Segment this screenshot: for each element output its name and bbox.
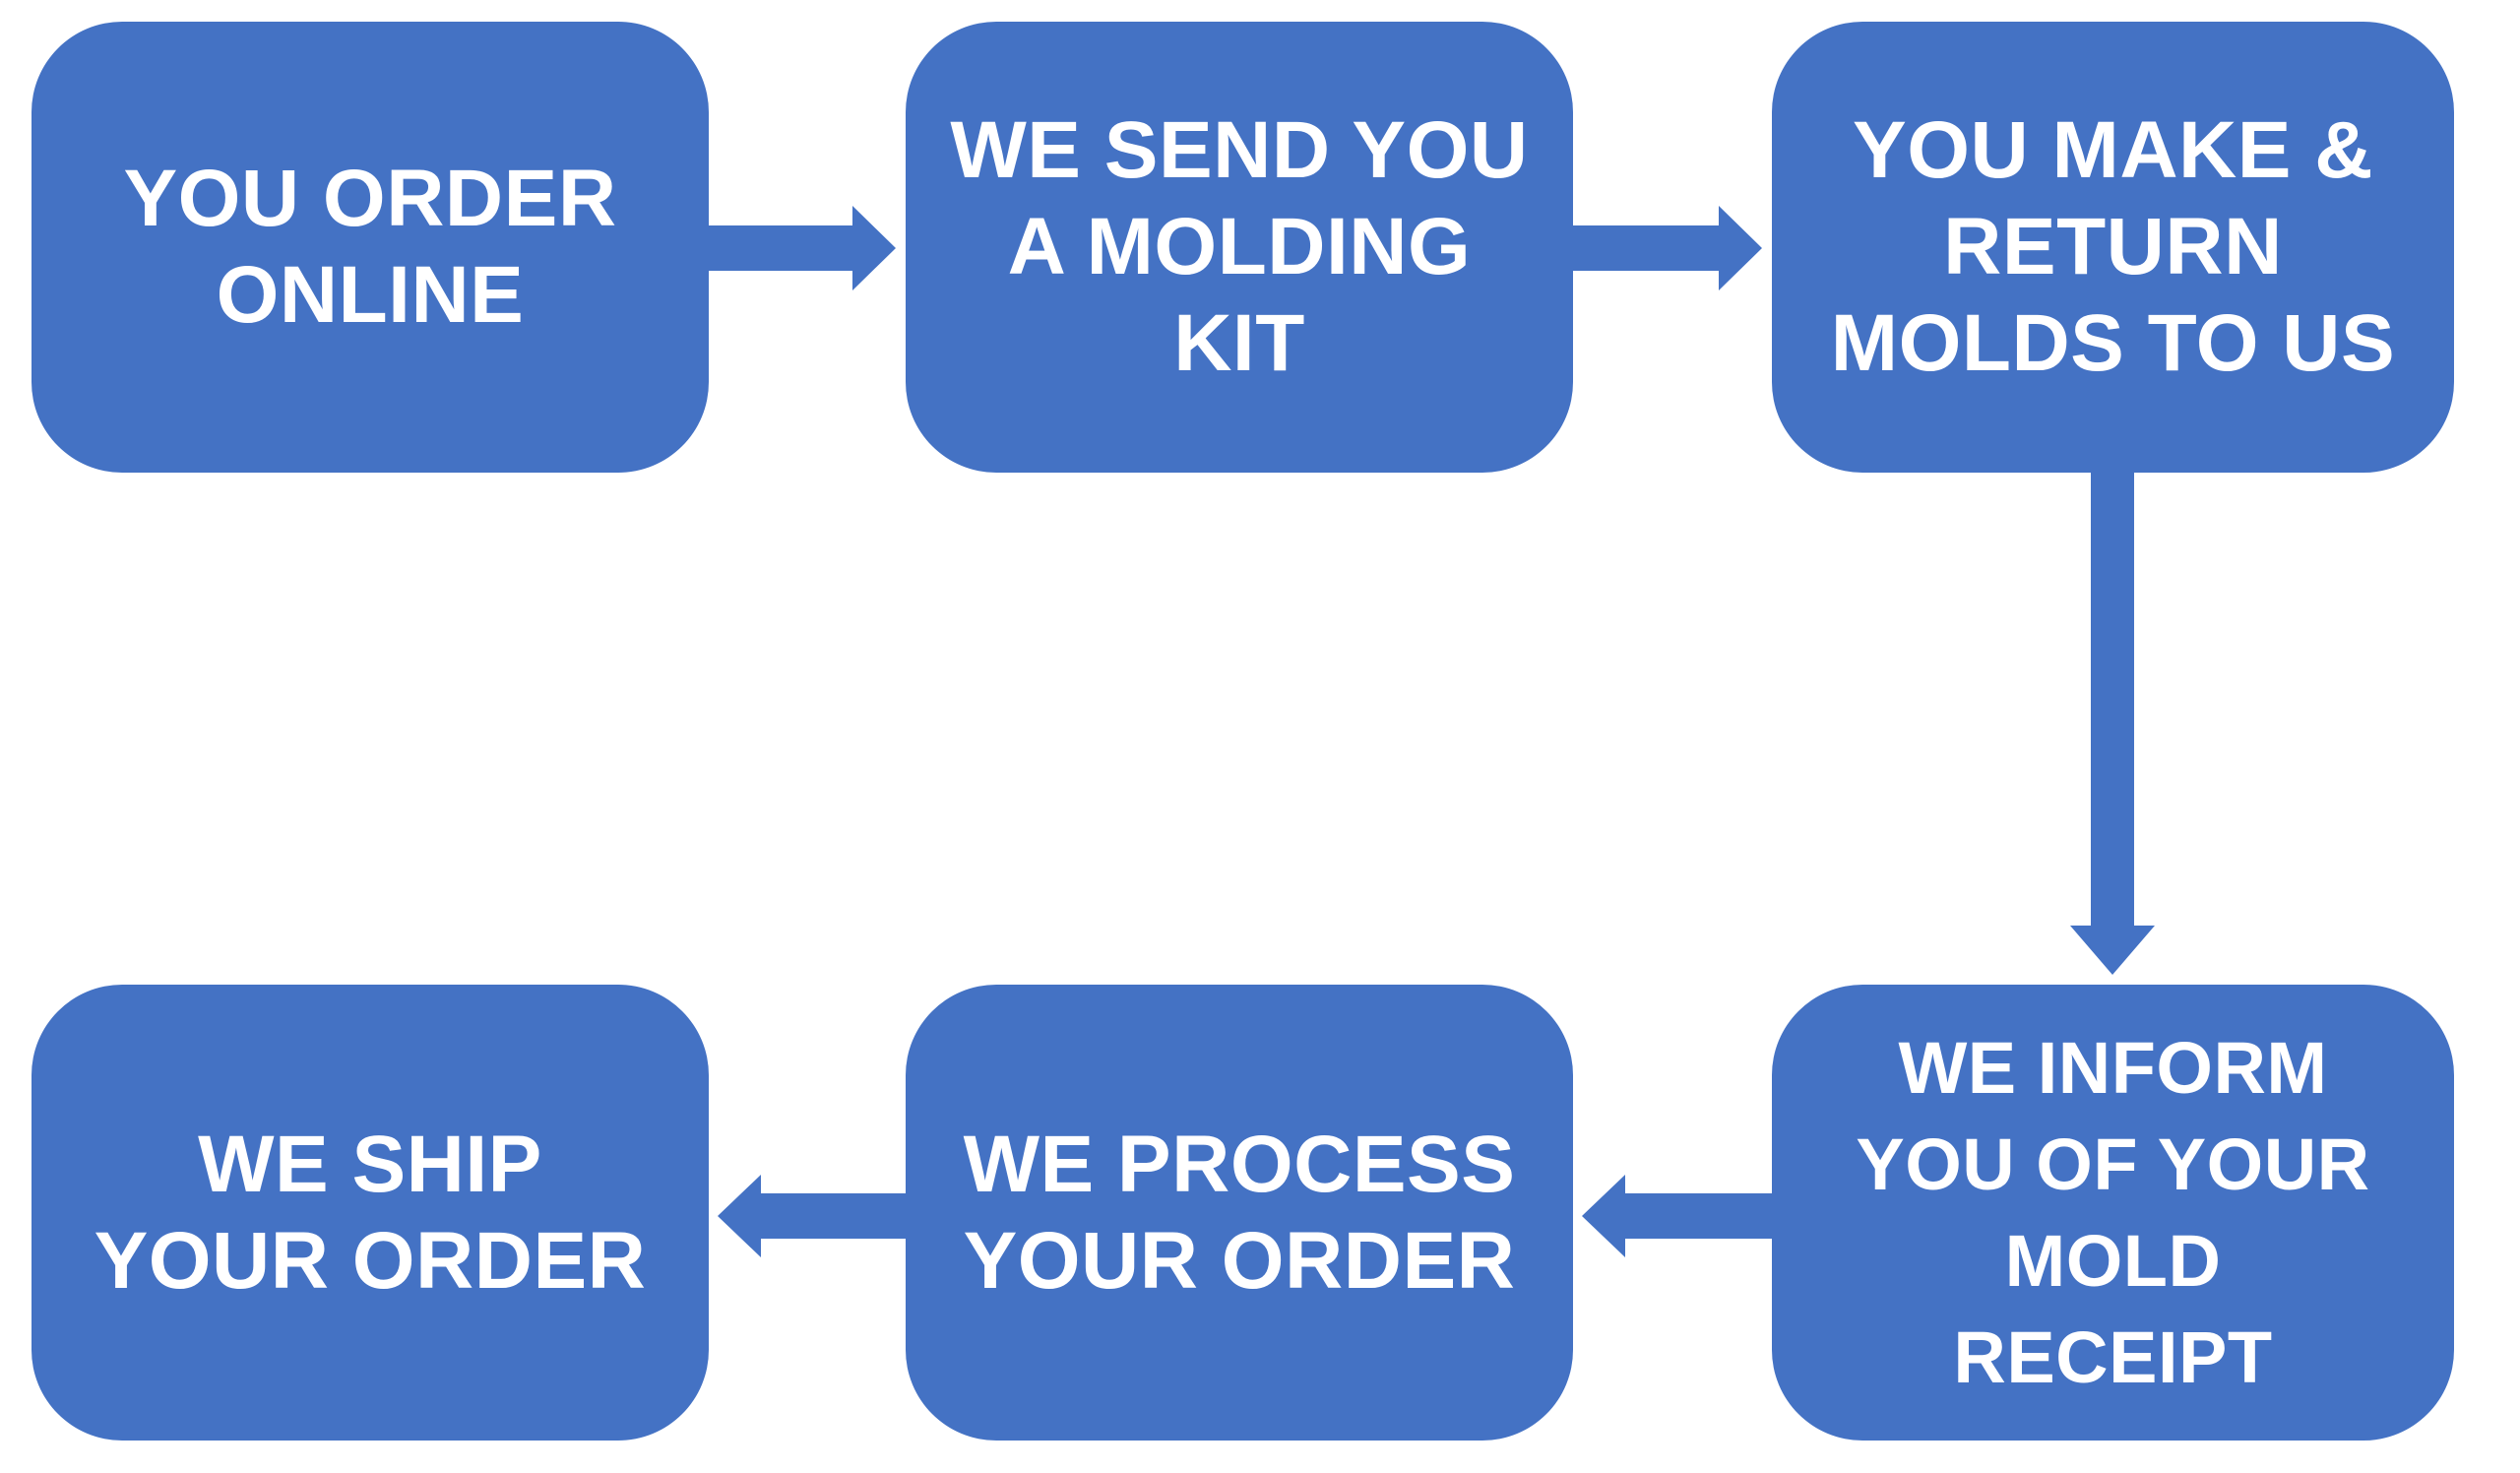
step-label-make-return-molds: YOU MAKE & RETURN MOLDS TO US (1830, 105, 2396, 388)
step-box-order-online: YOU ORDER ONLINE (32, 22, 709, 473)
step-box-ship-order: WE SHIP YOUR ORDER (32, 985, 709, 1441)
step-box-send-molding-kit: WE SEND YOU A MOLDING KIT (906, 22, 1573, 473)
arrow-right-icon-1 (704, 206, 896, 290)
step-label-order-online: YOU ORDER ONLINE (123, 154, 617, 340)
step-box-process-order: WE PROCESS YOUR ORDER (906, 985, 1573, 1441)
arrow-left-icon-1 (1582, 1175, 1777, 1257)
step-box-make-return-molds: YOU MAKE & RETURN MOLDS TO US (1772, 22, 2454, 473)
arrow-down-icon (2070, 468, 2155, 975)
step-box-inform-mold-receipt: WE INFORM YOU OF YOUR MOLD RECEIPT (1772, 985, 2454, 1441)
step-label-send-molding-kit: WE SEND YOU A MOLDING KIT (950, 105, 1529, 388)
step-label-process-order: WE PROCESS YOUR ORDER (963, 1119, 1516, 1306)
step-label-ship-order: WE SHIP YOUR ORDER (94, 1119, 647, 1306)
arrow-left-icon-2 (718, 1175, 911, 1257)
step-label-inform-mold-receipt: WE INFORM YOU OF YOUR MOLD RECEIPT (1856, 1026, 2370, 1398)
arrow-right-icon-2 (1568, 206, 1762, 290)
